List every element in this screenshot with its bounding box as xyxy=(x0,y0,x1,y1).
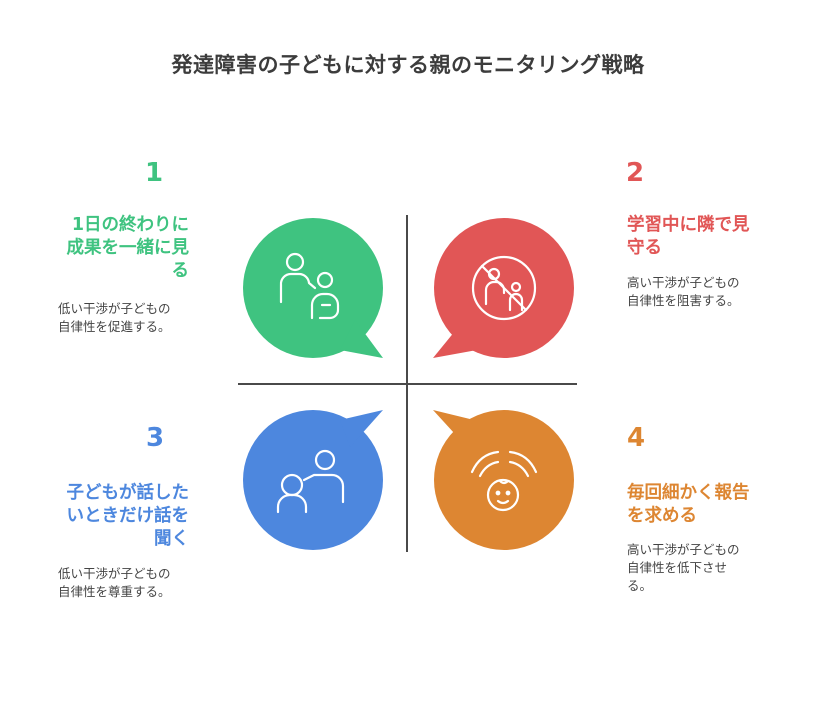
quadrant-1-description: 低い干渉が子どもの 自律性を促進する。 xyxy=(58,300,171,336)
description-line: 低い干渉が子どもの xyxy=(58,301,171,316)
quadrant-1-number: 1 xyxy=(145,158,164,188)
parent-child-icon xyxy=(279,252,340,320)
heading-line: を求める xyxy=(627,506,697,526)
description-line: 自律性を尊重する。 xyxy=(58,584,171,599)
heading-line: る xyxy=(171,261,190,281)
description-line: 高い干渉が子どもの xyxy=(627,275,740,290)
quadrant-2-heading: 学習中に隣で見 守る xyxy=(627,214,750,260)
description-line: る。 xyxy=(627,578,653,593)
bubble-green xyxy=(243,218,383,358)
description-line: 高い干渉が子どもの xyxy=(627,542,740,557)
hands-over-child-icon xyxy=(470,450,538,512)
heading-line: 学習中に隣で見 xyxy=(627,215,750,235)
heading-line: 毎回細かく報告 xyxy=(627,483,750,503)
quadrant-2-description: 高い干渉が子どもの 自律性を阻害する。 xyxy=(627,274,740,310)
quadrant-3-heading: 子どもが話した いときだけ話を 聞く xyxy=(40,482,190,551)
no-hovering-icon xyxy=(471,255,537,321)
bubble-orange xyxy=(433,410,574,550)
bubble-red xyxy=(433,218,574,358)
quadrant-3-description: 低い干渉が子どもの 自律性を尊重する。 xyxy=(58,565,171,601)
quadrant-4-description: 高い干渉が子どもの 自律性を低下させ る。 xyxy=(627,541,740,595)
quadrant-4-number: 4 xyxy=(627,423,646,453)
description-line: 自律性を阻害する。 xyxy=(627,293,740,308)
heading-line: いときだけ話を xyxy=(66,506,190,526)
quadrant-3-number: 3 xyxy=(146,423,165,453)
description-line: 低い干渉が子どもの xyxy=(58,566,171,581)
heading-line: 子どもが話した xyxy=(66,483,190,503)
page-title: 発達障害の子どもに対する親のモニタリング戦略 xyxy=(171,53,645,77)
quadrant-1-heading: 1日の終わりに 成果を一緒に見 る xyxy=(40,214,190,283)
quadrant-2-number: 2 xyxy=(626,158,645,188)
quadrant-4-heading: 毎回細かく報告 を求める xyxy=(627,482,750,528)
heading-line: 聞く xyxy=(154,529,189,549)
heading-line: 守る xyxy=(627,238,662,258)
listening-icon xyxy=(276,449,345,514)
heading-line: 成果を一緒に見 xyxy=(66,238,190,258)
heading-line: 1日の終わりに xyxy=(71,215,189,235)
bubble-blue xyxy=(243,410,383,550)
description-line: 自律性を低下させ xyxy=(627,560,728,575)
description-line: 自律性を促進する。 xyxy=(58,319,171,334)
